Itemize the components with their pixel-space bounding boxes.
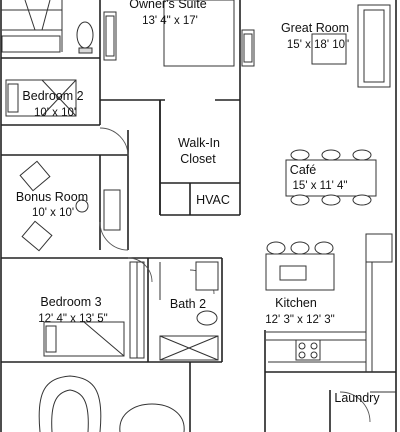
kitchen-island bbox=[265, 253, 335, 291]
chair-bottom bbox=[21, 220, 53, 252]
great-room-dims: 15' x 18' 10" bbox=[287, 39, 349, 51]
toilet-icon bbox=[196, 310, 218, 326]
hvac-name: HVAC bbox=[196, 193, 230, 207]
walkin-closet-line1: Walk-In bbox=[178, 136, 220, 150]
laundry-name: Laundry bbox=[334, 391, 380, 405]
cooktop-icon bbox=[295, 339, 321, 361]
sink-icon bbox=[279, 265, 307, 281]
bonus-room-dims: 10' x 10' bbox=[32, 207, 74, 219]
sofa bbox=[357, 4, 391, 88]
labels: Owner's Suite 13' 4" x 17' Great Room 15… bbox=[16, 0, 380, 405]
bonus-room-name: Bonus Room bbox=[16, 190, 88, 204]
bath2-name: Bath 2 bbox=[170, 297, 206, 311]
cafe-furniture bbox=[285, 149, 377, 206]
great-room-furniture bbox=[311, 4, 391, 88]
bedroom3-dims: 12' 4" x 13' 5" bbox=[38, 313, 107, 325]
bedroom2-name: Bedroom 2 bbox=[22, 89, 83, 103]
kitchen-name: Kitchen bbox=[275, 296, 317, 310]
toilet-icon bbox=[76, 21, 94, 49]
owners-suite-furniture bbox=[103, 0, 255, 67]
laundry bbox=[339, 391, 396, 423]
bedroom2-furniture bbox=[5, 79, 77, 117]
bonus-cabinet bbox=[103, 189, 121, 231]
cafe-dims: 15' x 11' 4" bbox=[293, 180, 348, 192]
bedroom2-dims: 10' x 10' bbox=[34, 107, 76, 119]
dresser-right bbox=[241, 29, 255, 67]
kitchen-dims: 12' 3" x 12' 3" bbox=[265, 314, 334, 326]
kitchen-furniture bbox=[265, 233, 393, 372]
bedroom3-name: Bedroom 3 bbox=[40, 295, 101, 309]
bedroom3-furniture bbox=[43, 261, 145, 359]
great-room-name: Great Room bbox=[281, 21, 349, 35]
bonus-room-furniture bbox=[19, 160, 121, 252]
chair-top bbox=[19, 160, 51, 192]
garage bbox=[38, 375, 185, 432]
bed-3 bbox=[43, 321, 125, 357]
bath2-fixtures bbox=[159, 261, 219, 361]
fridge bbox=[365, 233, 393, 263]
owners-bed bbox=[163, 0, 235, 67]
coffee-table bbox=[311, 33, 347, 65]
walkin-closet-line2: Closet bbox=[180, 152, 216, 166]
top-left-bath bbox=[1, 0, 94, 54]
cafe-name: Café bbox=[290, 163, 316, 177]
dining-table bbox=[285, 159, 377, 197]
owners-suite-name: Owner's Suite bbox=[129, 0, 206, 11]
owners-suite-dims: 13' 4" x 17' bbox=[142, 15, 198, 27]
nightstand-left bbox=[103, 11, 117, 61]
